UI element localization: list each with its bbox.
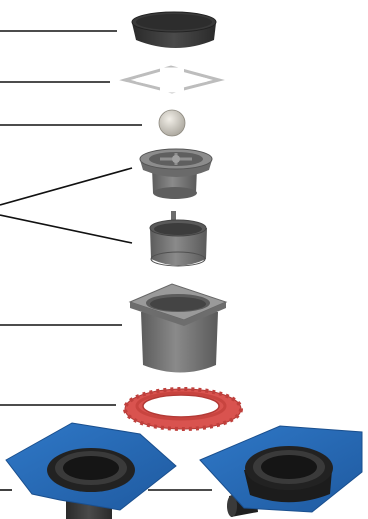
round-cover-icon	[131, 11, 217, 48]
float-ball-icon	[158, 109, 186, 137]
trap-cup-icon	[139, 148, 213, 199]
sleeve-icon	[149, 211, 207, 267]
leader-sleeve	[0, 214, 133, 244]
blue-membrane-drain-icon	[5, 422, 177, 519]
red-ring-icon	[123, 387, 243, 431]
leader-lines	[0, 30, 212, 491]
leader-trap-cup	[0, 167, 133, 206]
square-frame-icon	[119, 65, 225, 94]
blue-membrane-side-outlet-icon	[199, 425, 363, 517]
square-body-icon	[128, 283, 228, 373]
